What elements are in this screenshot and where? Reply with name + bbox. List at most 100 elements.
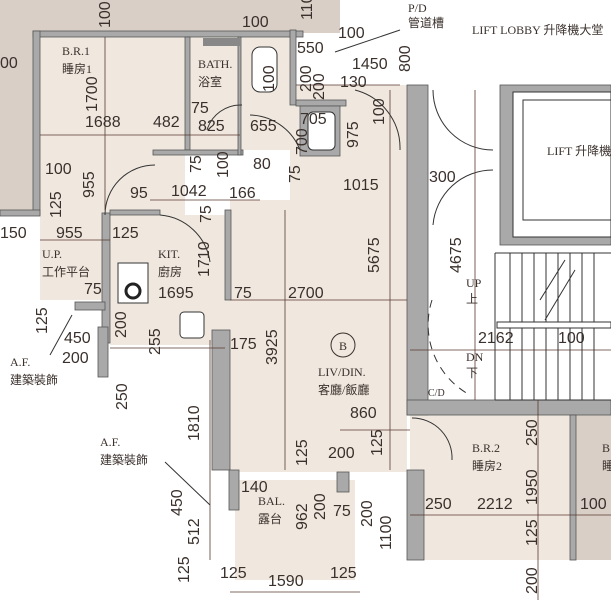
dimension: 1100 xyxy=(378,515,395,550)
dimension: 75 xyxy=(234,285,252,302)
dimension: 512 xyxy=(186,518,203,545)
dimension: 95 xyxy=(130,185,148,202)
dimension: 450 xyxy=(64,330,91,347)
wall xyxy=(228,469,240,511)
dimension: 200 xyxy=(113,311,130,338)
pipe-duct-label: P/D xyxy=(408,1,427,15)
dimension: 100 xyxy=(261,65,278,92)
dimension: 2212 xyxy=(477,496,513,513)
wall xyxy=(109,209,161,216)
kitchen-label: KIT. xyxy=(158,247,180,261)
dimension: 100 xyxy=(215,151,232,178)
dimension: 955 xyxy=(81,171,98,198)
dimension: 200 xyxy=(298,65,315,92)
dimension: 250 xyxy=(524,419,541,446)
bathroom-label: BATH. xyxy=(198,57,232,71)
dimension: 955 xyxy=(56,225,83,242)
dimension: 75 xyxy=(84,281,102,298)
wall xyxy=(32,30,304,38)
dimension: 100 xyxy=(371,98,388,125)
bathroom-label-zh: 浴室 xyxy=(198,74,222,89)
dimension: 250 xyxy=(114,383,131,410)
dimension: 175 xyxy=(230,336,257,353)
dimension: 655 xyxy=(250,118,277,135)
lift-label: LIFT 升降機 xyxy=(547,143,611,158)
dimension: 550 xyxy=(297,40,324,57)
dimension: 75 xyxy=(287,165,304,183)
dimension: 1710 xyxy=(196,241,213,277)
dimension: 2162 xyxy=(478,330,514,347)
dimension-lines xyxy=(40,37,611,600)
dimension: 75 xyxy=(191,100,209,117)
dimension: 2700 xyxy=(288,285,324,302)
dimension: 200 xyxy=(328,445,355,462)
dimension: 125 xyxy=(220,565,247,582)
leader-line xyxy=(164,461,211,506)
dimension: 75 xyxy=(333,503,351,520)
dimension: 825 xyxy=(198,118,225,135)
neighbor-unit-top xyxy=(35,0,340,33)
wall xyxy=(152,149,244,156)
dimension: 450 xyxy=(169,489,186,516)
bedroom-2-area xyxy=(410,415,575,560)
dimension: 125 xyxy=(330,565,357,582)
balcony-label: BAL. xyxy=(258,494,285,508)
wall xyxy=(336,471,350,493)
burner-icon xyxy=(124,282,142,300)
dimension: 1042 xyxy=(171,183,207,200)
wall xyxy=(32,30,41,216)
bedroom-1-label: B.R.1 xyxy=(62,44,90,58)
stair-down-label: DN xyxy=(466,350,484,364)
dimension: 125 xyxy=(294,439,311,466)
unit-badge: B xyxy=(339,339,347,353)
architectural-feature-label: A.F. xyxy=(100,435,120,449)
wall xyxy=(211,329,231,471)
staircase xyxy=(494,252,611,401)
dimension: 962 xyxy=(294,503,311,530)
lift-lobby-label: LIFT LOBBY 升降機大堂 xyxy=(472,22,603,37)
living-dining-area xyxy=(230,200,407,472)
dimension-labels: 100 100 110 00 550 100 1450 800 130 100 … xyxy=(0,0,607,594)
dimension: 1590 xyxy=(268,573,304,590)
living-dining-label: LIV/DIN. xyxy=(318,365,366,379)
shower-icon xyxy=(203,38,241,46)
bedroom-2-label-zh: 睡房2 xyxy=(472,458,502,473)
lift-car-inner xyxy=(522,99,611,221)
dimension: 125 xyxy=(176,556,193,583)
dimension: 1700 xyxy=(84,76,101,112)
neighbor-unit-left xyxy=(0,0,35,215)
architectural-feature-label-zh: 建築裝飾 xyxy=(100,452,148,467)
wall xyxy=(74,301,106,311)
stair-up-label: UP xyxy=(466,276,482,290)
dimension: 125 xyxy=(48,191,65,218)
dimension: 00 xyxy=(0,55,18,72)
dimension: 130 xyxy=(340,74,367,91)
architectural-feature-label: A.F. xyxy=(10,355,30,369)
dimension: 255 xyxy=(147,328,164,355)
living-dining-label-zh: 客廳/飯廳 xyxy=(318,382,369,397)
dimension: 5675 xyxy=(366,237,383,273)
dimension: 860 xyxy=(350,405,377,422)
neighbor-unit-right xyxy=(575,415,611,560)
dimension: 200 xyxy=(311,73,328,100)
dimension: 100 xyxy=(97,1,114,28)
dimension: 125 xyxy=(524,519,541,546)
dimension: 75 xyxy=(198,205,215,223)
wall xyxy=(569,414,577,561)
utility-platform-area xyxy=(40,215,105,300)
dimension: 1810 xyxy=(186,405,203,441)
toilet-icon xyxy=(251,46,278,93)
dimension: 100 xyxy=(242,14,269,31)
balcony-area xyxy=(235,480,355,580)
dimension: 800 xyxy=(397,45,414,72)
wall xyxy=(0,209,41,217)
wall xyxy=(406,399,611,416)
dimension: 100 xyxy=(558,330,585,347)
dimension: 125 xyxy=(34,307,51,334)
basin-icon xyxy=(307,111,336,151)
dimension: 150 xyxy=(0,225,27,242)
kitchen-label-zh: 廚房 xyxy=(158,264,182,279)
dimension: 100 xyxy=(338,25,365,42)
dimension: 1950 xyxy=(524,469,541,505)
